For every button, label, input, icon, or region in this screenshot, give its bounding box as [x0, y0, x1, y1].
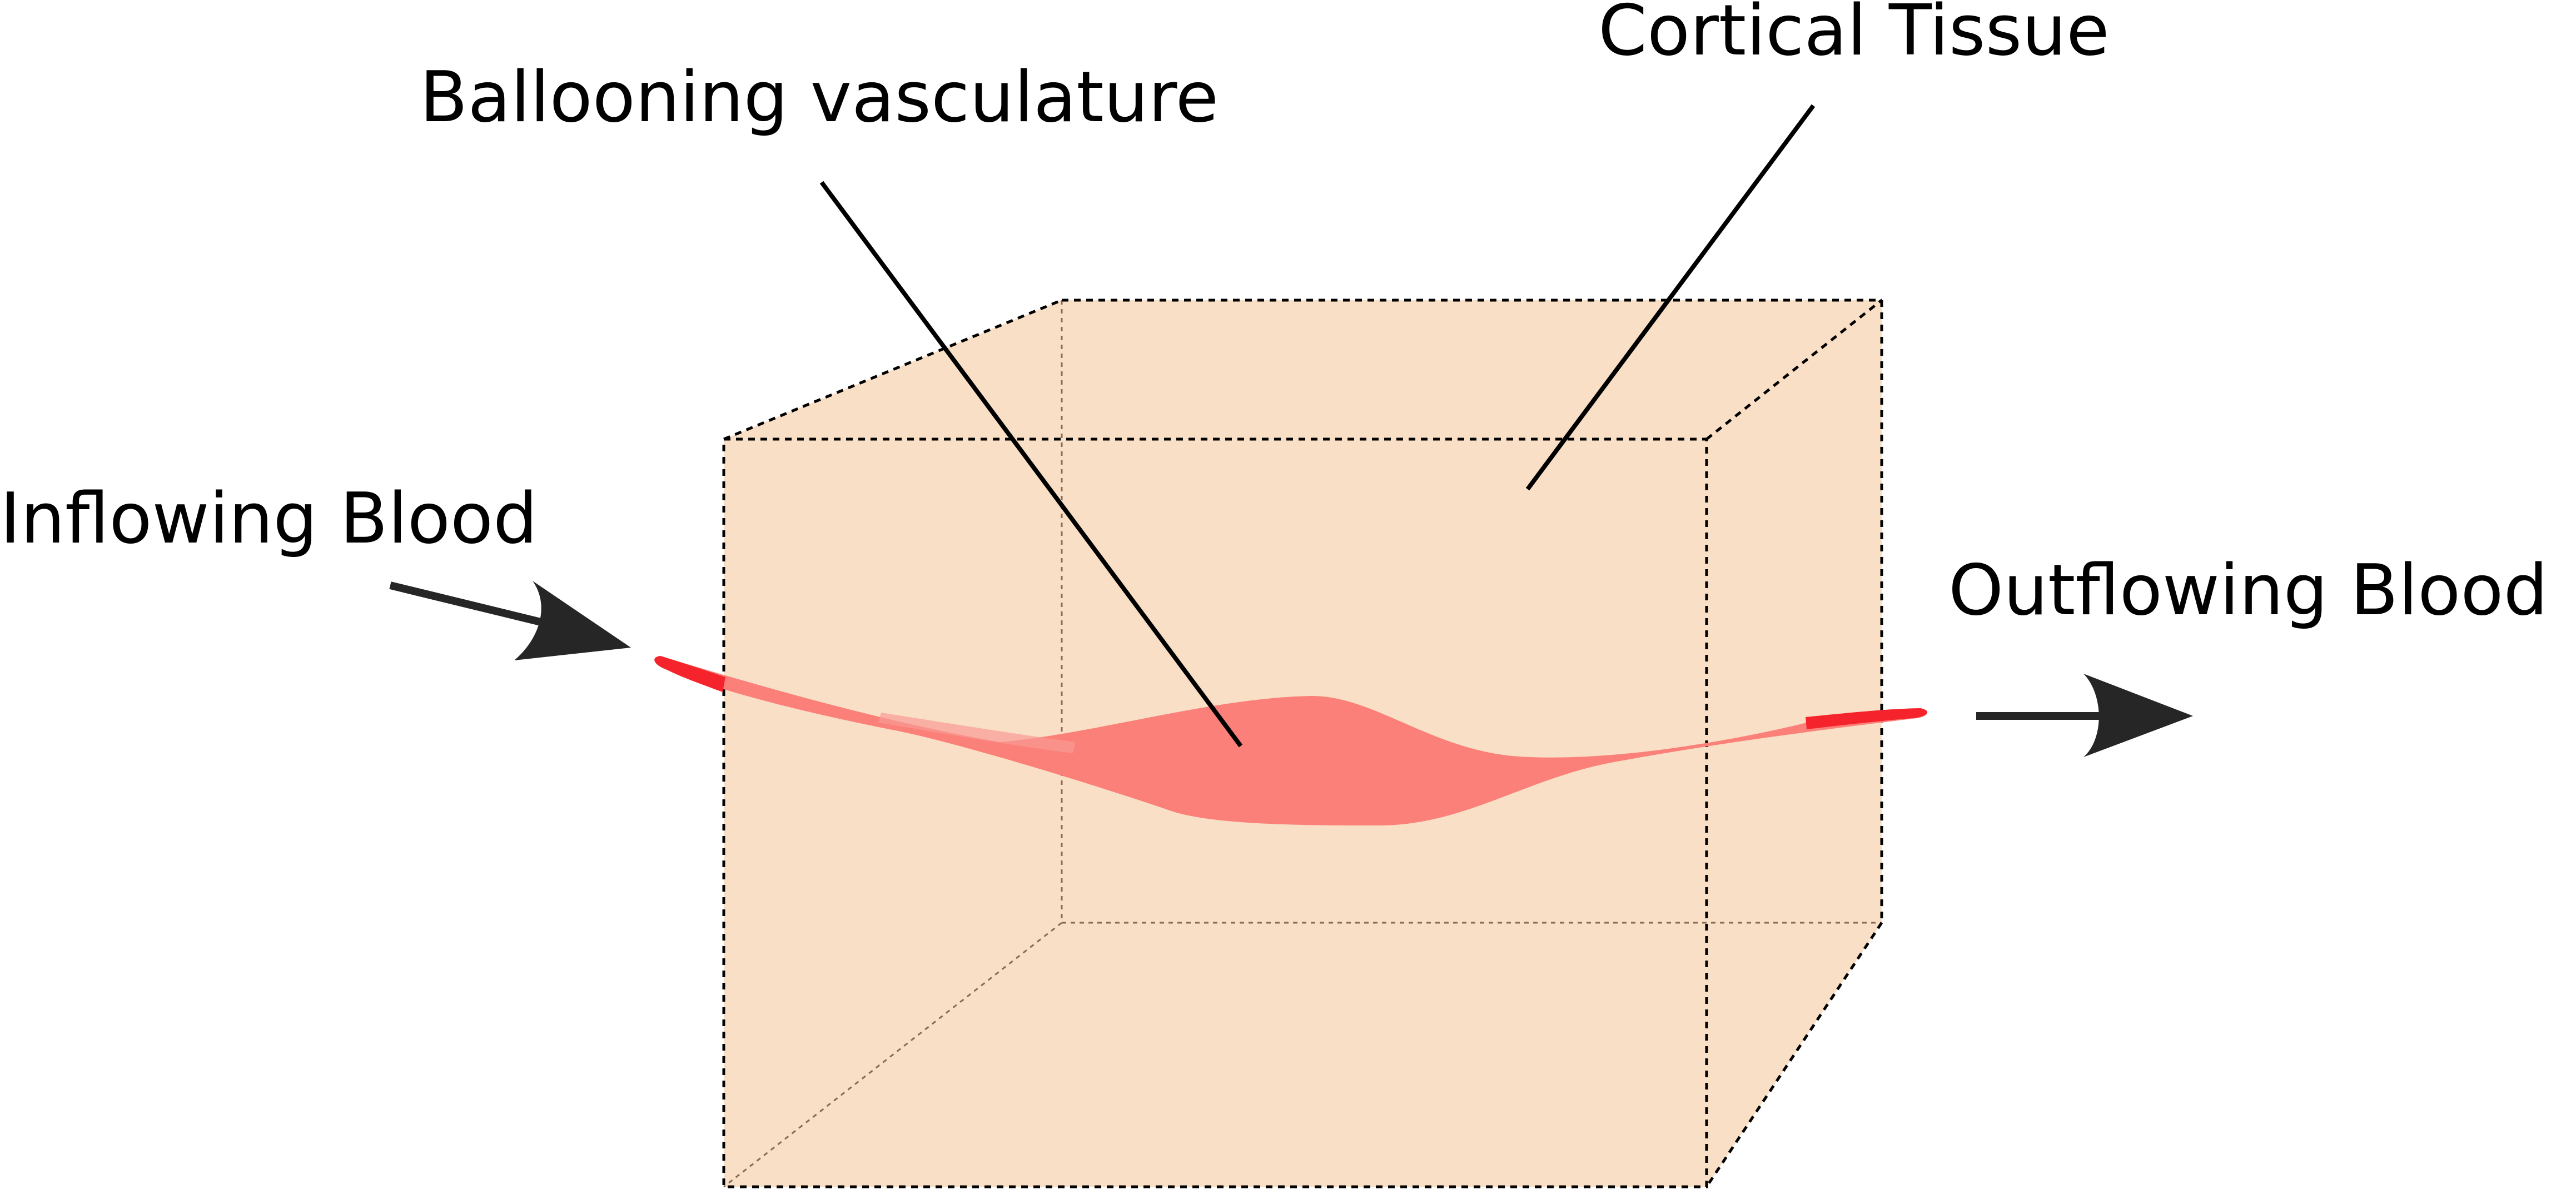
vessel-body — [654, 656, 1927, 825]
label-ballooning-vasculature: Ballooning vasculature — [420, 56, 1219, 138]
leader-line-cortical — [1525, 104, 1816, 491]
label-inflowing-blood: Inflowing Blood — [0, 477, 538, 559]
arrow-right-icon — [389, 581, 631, 660]
cube-hidden-edges — [723, 300, 1882, 1188]
cube-visible-edges — [722, 299, 1883, 1188]
vessel-light-segment — [878, 713, 1076, 753]
arrow-right-icon — [1976, 674, 2193, 757]
vessel-inlet-dark — [654, 656, 725, 692]
ballooning-vessel — [654, 656, 1928, 825]
vessel-outlet-dark — [1806, 708, 1928, 729]
label-cortical-tissue: Cortical Tissue — [1598, 0, 2110, 71]
leader-lines — [819, 104, 1816, 748]
label-outflowing-blood: Outflowing Blood — [1948, 549, 2548, 631]
leader-line-ballooning — [819, 181, 1243, 748]
